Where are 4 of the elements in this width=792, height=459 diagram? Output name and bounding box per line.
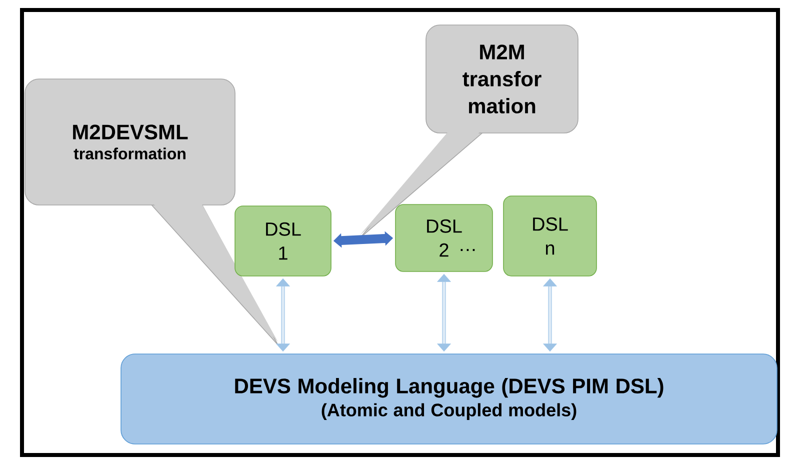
dsl-box: DSL 2 … (395, 204, 493, 272)
language-box: DEVS Modeling Language (DEVS PIM DSL) (Atomic and Coupled models) (120, 354, 778, 444)
dsl-box: DSL 1 (234, 206, 332, 276)
dsl-box: DSL n (503, 196, 597, 276)
